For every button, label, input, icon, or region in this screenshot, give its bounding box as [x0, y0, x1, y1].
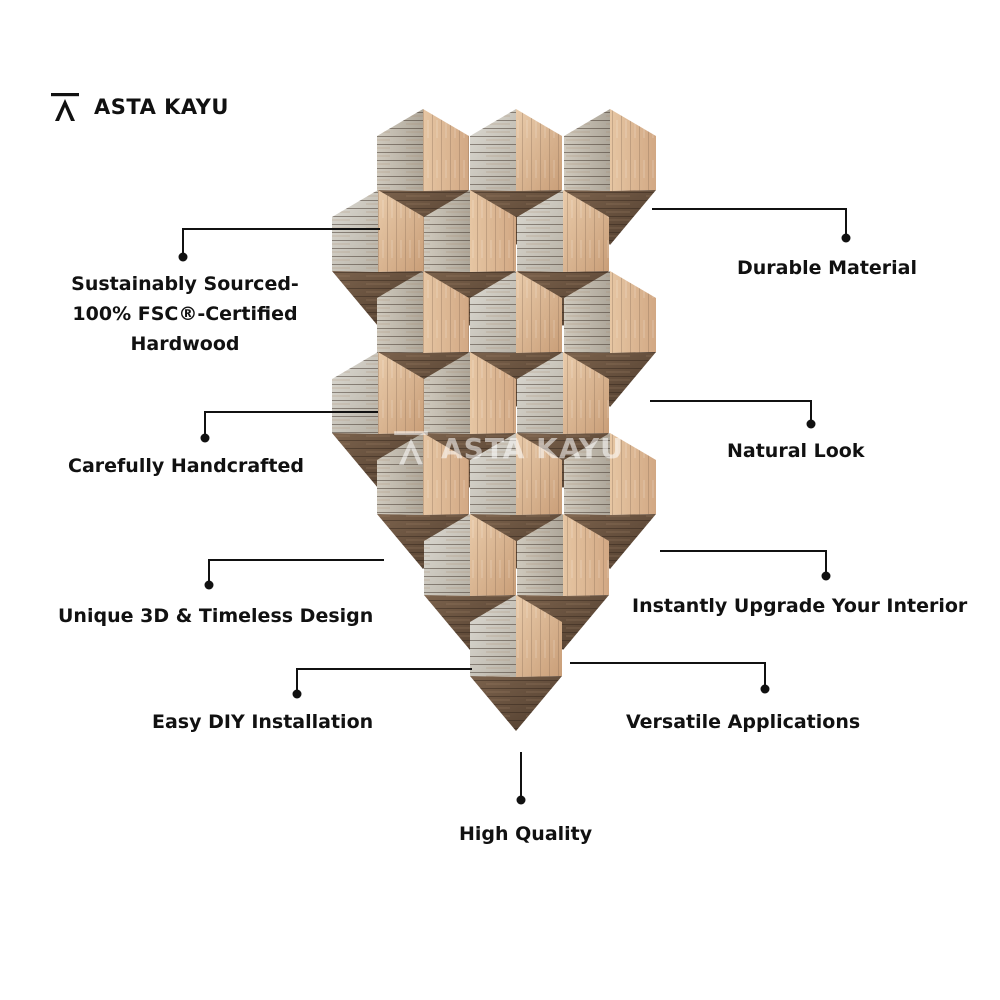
connector-high-quality-dot — [516, 795, 526, 805]
connector-carefully-handcrafted-dot — [200, 433, 210, 443]
feature-carefully-handcrafted: Carefully Handcrafted — [68, 455, 304, 477]
feature-high-quality: High Quality — [459, 823, 593, 845]
connector-versatile-applications-dot — [760, 684, 770, 694]
connector-easy-diy-dot — [292, 689, 302, 699]
asta-kayu-watermark-icon — [394, 431, 428, 465]
tile-grain — [517, 271, 609, 326]
tile-grain — [516, 271, 562, 353]
connector-instantly-upgrade — [660, 550, 827, 576]
connector-unique-3d-design — [208, 559, 384, 585]
brand-name: ASTA KAYU — [94, 95, 229, 119]
tile-grain — [564, 109, 610, 191]
connector-durable-material — [652, 208, 847, 238]
tile-grain — [424, 190, 470, 272]
tile-grain — [377, 433, 423, 515]
tile-grain — [517, 433, 609, 488]
feature-instantly-upgrade: Instantly Upgrade Your Interior — [632, 595, 968, 617]
tile-grain — [332, 190, 378, 272]
feature-unique-3d-design: Unique 3D & Timeless Design — [58, 605, 374, 627]
asta-kayu-logo-icon — [51, 93, 79, 121]
tile-grain — [563, 352, 609, 434]
connector-natural-look-dot — [806, 419, 816, 429]
tile-grain — [516, 433, 562, 515]
tile-grain — [517, 514, 563, 596]
tile-grain — [610, 271, 656, 353]
tile-grain — [378, 352, 424, 434]
feature-easy-diy: Easy DIY Installation — [152, 711, 374, 733]
tile-grain — [470, 514, 516, 596]
tile-grain — [470, 352, 516, 434]
feature-durable-material: Durable Material — [737, 257, 918, 279]
tile-grain — [423, 109, 469, 191]
tile-grain — [423, 433, 469, 515]
tile-grain — [470, 271, 516, 353]
feature-sustainably-sourced: Sustainably Sourced- 100% FSC®-Certified… — [62, 269, 308, 359]
watermark: ASTA KAYU — [393, 430, 624, 466]
connector-sustainably-sourced — [182, 228, 380, 257]
feature-versatile-applications: Versatile Applications — [626, 711, 861, 733]
connector-easy-diy — [296, 668, 472, 694]
tile-grain — [378, 190, 424, 272]
tile-grain — [564, 190, 656, 245]
tile-grain — [423, 271, 469, 353]
tile-grain — [377, 271, 423, 353]
tile-grain — [377, 109, 423, 191]
tile-grain — [424, 514, 470, 596]
tile-grain — [563, 514, 609, 596]
tile-grain — [517, 352, 563, 434]
tile-grain — [563, 190, 609, 272]
connector-carefully-handcrafted — [204, 411, 378, 438]
tile-grain — [564, 352, 656, 407]
tile-grain — [517, 190, 563, 272]
brand-header: ASTA KAYU — [50, 92, 229, 122]
tile-grain — [470, 109, 516, 191]
tile-grain — [516, 109, 562, 191]
feature-line-2: 100% FSC®-Certified — [72, 303, 298, 325]
tile-grain — [610, 109, 656, 191]
tile-grain — [517, 595, 609, 650]
tile-grain — [424, 352, 470, 434]
tile-grain — [470, 190, 516, 272]
tile-grain — [564, 433, 610, 515]
tile-grain — [470, 676, 562, 731]
connector-instantly-upgrade-dot — [821, 571, 831, 581]
tile-grain — [377, 514, 469, 569]
tile-grain — [610, 433, 656, 515]
tile-grain — [564, 514, 656, 569]
feature-line-3: Hardwood — [130, 333, 240, 355]
feature-line-1: Sustainably Sourced- — [71, 273, 299, 295]
connector-versatile-applications — [570, 662, 766, 689]
tile-grain — [332, 352, 378, 434]
tile-grain — [516, 595, 562, 677]
connector-sustainably-sourced-dot — [178, 252, 188, 262]
connector-durable-material-dot — [841, 233, 851, 243]
connector-unique-3d-design-dot — [204, 580, 214, 590]
tile-grain — [564, 271, 610, 353]
tile-grain — [470, 433, 516, 515]
watermark-text: ASTA KAYU — [441, 431, 624, 465]
connector-natural-look — [650, 400, 812, 424]
tile-grain — [470, 595, 516, 677]
feature-natural-look: Natural Look — [727, 440, 865, 462]
